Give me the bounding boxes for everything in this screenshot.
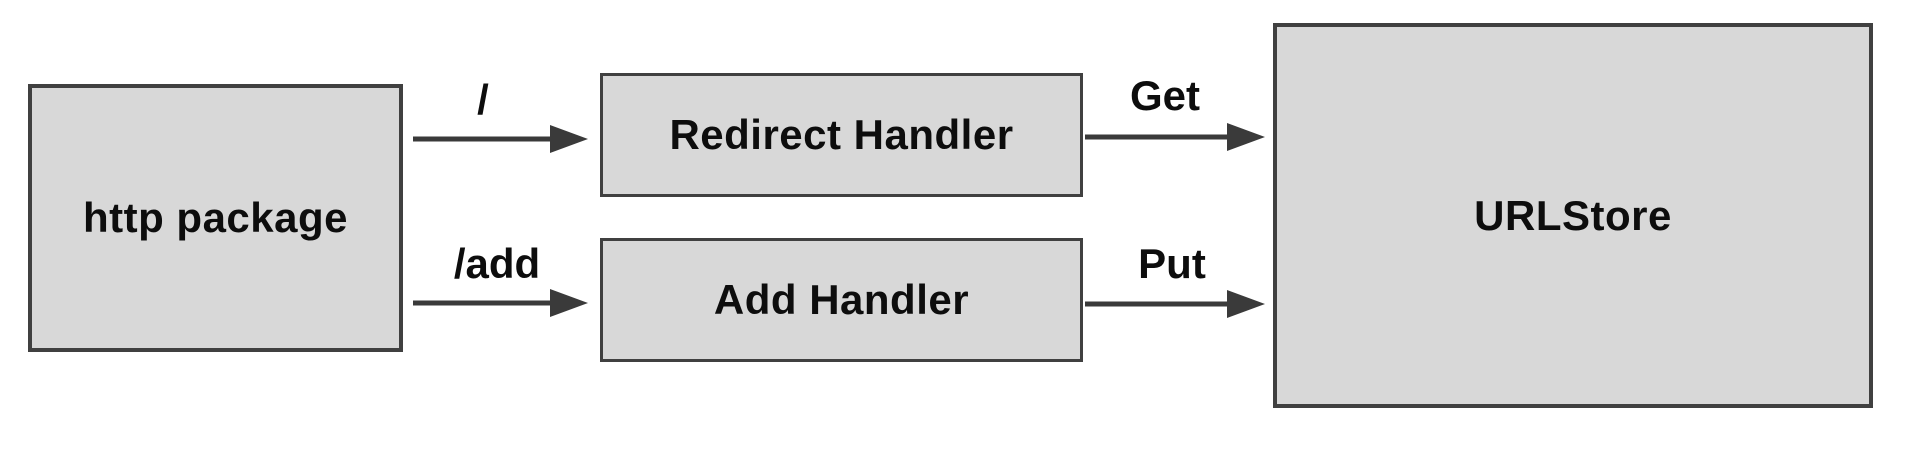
edge-label-root-route: /: [477, 76, 489, 123]
node-urlstore: URLStore: [1273, 23, 1873, 408]
node-add-handler: Add Handler: [600, 238, 1083, 362]
arrow-shaft: [1085, 301, 1235, 307]
node-http-package-label: http package: [82, 194, 349, 241]
edge-label-put: Put: [1138, 240, 1206, 287]
arrow-get-call: [1085, 122, 1265, 152]
arrowhead-right-icon: [550, 125, 588, 153]
arrowhead-right-icon: [1227, 290, 1265, 318]
arrow-shaft: [413, 300, 558, 306]
arrow-shaft: [1085, 134, 1235, 140]
edge-label-add-route: /add: [453, 240, 541, 287]
node-redirect-handler-label: Redirect Handler: [669, 111, 1014, 158]
arrowhead-right-icon: [550, 289, 588, 317]
edge-label-get: Get: [1129, 72, 1200, 119]
arrow-add-route: [413, 288, 588, 318]
node-http-package: http package: [28, 84, 403, 352]
arrowhead-right-icon: [1227, 123, 1265, 151]
node-redirect-handler: Redirect Handler: [600, 73, 1083, 197]
node-urlstore-label: URLStore: [1474, 191, 1672, 239]
node-add-handler-label: Add Handler: [713, 276, 970, 323]
arrow-root-route: [413, 124, 588, 154]
arrow-shaft: [413, 136, 558, 142]
arrow-put-call: [1085, 289, 1265, 319]
